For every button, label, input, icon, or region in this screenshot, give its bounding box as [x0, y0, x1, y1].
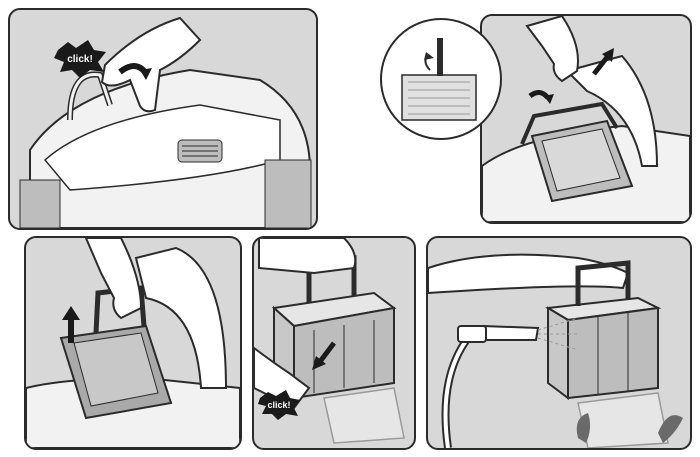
filter-basket [530, 119, 634, 203]
curved-arrow-icon [118, 63, 152, 80]
step-1-panel: click! [8, 8, 318, 230]
step-2-illustration [482, 16, 690, 222]
step-4-badge: click! [267, 400, 290, 410]
hand-icon [525, 16, 579, 83]
lid-vent [177, 139, 223, 163]
step-5-panel [426, 236, 692, 450]
click-burst-icon: click! [258, 390, 300, 420]
up-arrow-icon [62, 306, 80, 343]
hand-icon [258, 238, 357, 275]
hose-nozzle-icon [441, 324, 540, 448]
filter-basket [544, 296, 662, 400]
step-2-panel [480, 14, 692, 224]
up-arrow-icon [592, 48, 614, 76]
down-arrow-icon [312, 341, 336, 370]
hand-icon [100, 16, 202, 113]
step-1-illustration: click! [19, 16, 312, 228]
step-4-illustration: click! [254, 238, 405, 444]
step-5-illustration [428, 253, 683, 448]
hand-icon [84, 238, 143, 320]
step-4-panel: click! [252, 236, 416, 450]
step-3-illustration [26, 238, 240, 448]
step-3-panel [24, 236, 242, 450]
step-1-badge: click! [67, 54, 93, 65]
water-spray-icon [537, 317, 579, 351]
curved-arrow-icon [528, 90, 554, 104]
click-burst-icon: click! [54, 40, 106, 78]
filter-basket [59, 324, 173, 420]
step-2-detail-inset [380, 18, 502, 140]
